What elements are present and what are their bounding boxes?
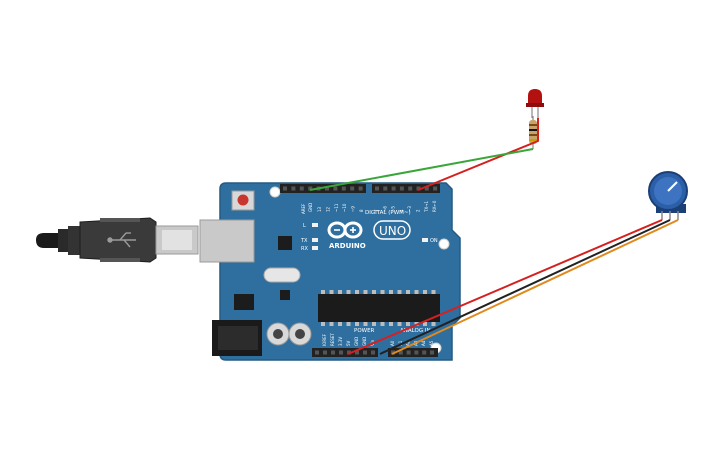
digital-pin-label: ~9 [351,206,356,212]
header-pin[interactable] [358,186,363,191]
power-header-label: POWER [354,328,375,334]
header-pin[interactable] [371,350,375,355]
digital-pin-label: ~6 [382,206,387,212]
led-l-indicator [312,223,318,227]
header-pin[interactable] [414,350,419,355]
gnd-label: GND [308,203,313,212]
digital-pin-label: ~5 [391,206,396,212]
header-pin[interactable] [391,186,396,191]
header-pin[interactable] [424,186,429,191]
led-on-indicator [422,238,428,242]
analog-pin-label: A1 [398,340,403,346]
wires [309,118,679,355]
header-pin[interactable] [416,186,421,191]
header-pin[interactable] [363,350,367,355]
aref-label: AREF [301,203,306,214]
header-pin[interactable] [308,186,313,191]
wire-led-anode[interactable] [417,118,539,191]
analog-pin-label: A5 [429,340,434,346]
resistor[interactable] [529,116,537,149]
header-pin[interactable] [408,186,413,191]
power-header[interactable] [312,348,378,357]
power-jack[interactable] [212,320,262,356]
usb-chip [278,236,292,250]
header-pin[interactable] [339,350,343,355]
l-label: L [303,223,306,229]
analog-pin-label: A0 [390,340,395,346]
header-pin[interactable] [325,186,329,191]
brand-label: ARDUINO [329,242,366,250]
header-pin[interactable] [383,186,388,191]
digital-pin-label: ~10 [342,203,347,212]
usb-port [199,219,255,263]
header-pin[interactable] [433,186,438,191]
digital-pin-label: TX→1 [424,200,429,213]
uno-badge [373,220,411,240]
digital-pin-label: 7 [374,209,379,212]
header-pin[interactable] [333,186,338,191]
header-pin[interactable] [398,350,403,355]
arduino-board[interactable]: L TX RX ON ARDUINO UNO [199,182,461,361]
analog-header-label: ANALOG IN [400,328,431,334]
capacitor-1 [266,322,290,346]
red-led[interactable] [526,89,544,118]
header-pin[interactable] [430,350,434,355]
potentiometer[interactable] [648,171,688,220]
power-pin-label: 5V [346,340,351,346]
rx-label: RX [301,246,308,252]
analog-pin-label: A2 [406,340,411,346]
power-pin-label: IOREF [322,333,327,346]
header-pin[interactable] [331,350,335,355]
header-pin[interactable] [283,186,287,191]
crystal-oscillator [263,267,301,283]
header-pin[interactable] [355,350,359,355]
on-label: ON [430,238,438,244]
wire-led-ground[interactable] [309,148,534,191]
atmega-chip [318,290,440,326]
header-pin[interactable] [291,186,296,191]
digital-pin-label: ~3 [407,206,412,212]
analog-pin-label: A4 [421,340,426,346]
power-pin-label: GND [354,337,359,346]
digital-pin-label: RX←0 [432,200,437,212]
header-pin[interactable] [299,186,304,191]
digital-header-label: DIGITAL (PWM~) [365,210,411,216]
led-tx-indicator [312,238,318,242]
wire-pot-5v[interactable] [347,219,663,355]
digital-pin-label: 2 [416,209,421,212]
usb-symbol-icon [107,232,136,248]
usb-cable[interactable] [36,217,199,263]
header-pin[interactable] [315,350,319,355]
wire-pot-signal[interactable] [391,219,679,355]
header-pin[interactable] [350,186,355,191]
digital-pin-label: 4 [399,209,404,212]
power-pin-label: RESET [330,333,335,346]
digital-pin-label: 13 [317,206,322,212]
digital-pin-label: 12 [325,206,330,212]
digital-pin-label: 8 [359,209,364,212]
led-rx-indicator [312,246,318,250]
header-pin[interactable] [406,350,411,355]
digital-pin-label: ~11 [334,203,339,212]
wire-pot-gnd[interactable] [379,219,671,355]
reset-button[interactable] [231,190,255,211]
tx-label: TX [300,238,308,244]
model-label: UNO [379,224,406,238]
header-pin[interactable] [323,350,327,355]
power-pin-label: 3.3V [338,337,343,346]
header-pin[interactable] [375,186,379,191]
capacitor-2 [288,322,312,346]
arduino-logo-icon [327,221,363,239]
voltage-regulator [234,294,254,310]
header-pin[interactable] [399,186,404,191]
power-pin-label: GND [362,337,367,346]
digital-header-right[interactable] [372,184,440,193]
header-pin[interactable] [422,350,427,355]
header-pin[interactable] [341,186,346,191]
